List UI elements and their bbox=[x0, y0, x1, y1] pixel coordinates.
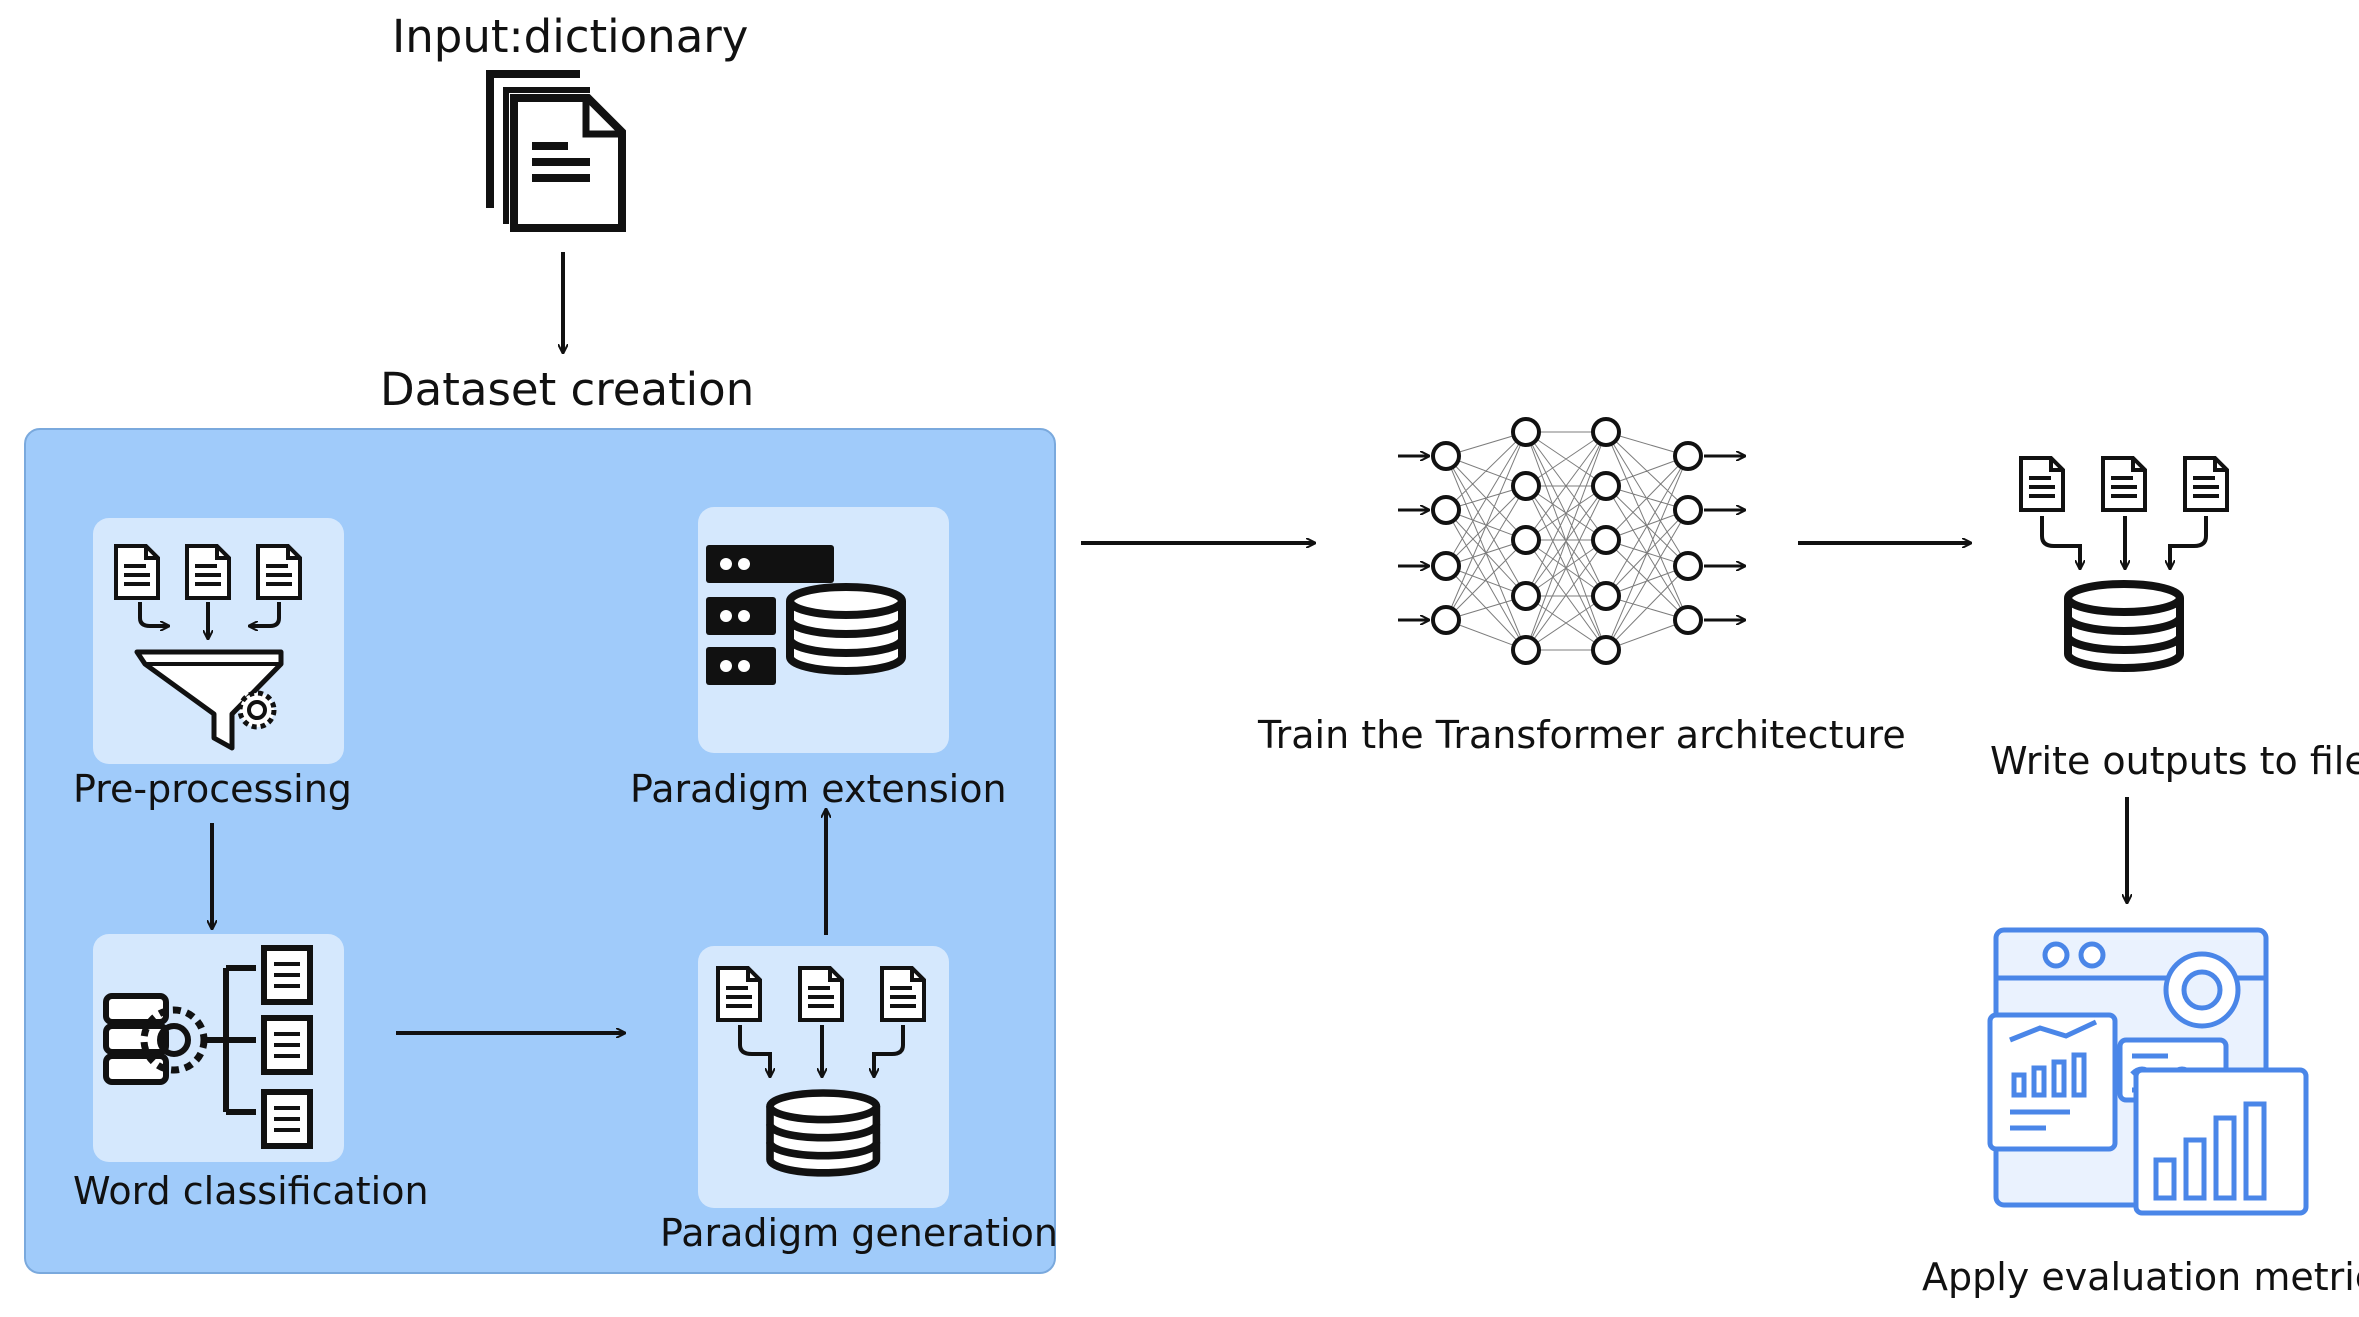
train-label: Train the Transformer architecture bbox=[1258, 713, 1906, 757]
analytics-dashboard-icon bbox=[1987, 927, 2309, 1216]
preprocessing-label: Pre-processing bbox=[73, 767, 352, 811]
server-database-icon bbox=[706, 545, 902, 685]
documents-filter-gear-icon bbox=[114, 544, 302, 751]
evaluation-label: Apply evaluation metrics bbox=[1922, 1255, 2359, 1299]
paradigm-extension-label: Paradigm extension bbox=[630, 767, 1007, 811]
server-gear-tree-icon bbox=[103, 945, 313, 1149]
document-stack-icon bbox=[486, 70, 626, 232]
input-label: Input:dictionary bbox=[392, 10, 749, 63]
neural-network-icon bbox=[1398, 417, 1744, 665]
write-outputs-icon bbox=[2019, 456, 2229, 668]
dataset-creation-label: Dataset creation bbox=[380, 363, 755, 416]
paradigm-generation-label: Paradigm generation bbox=[660, 1211, 1058, 1255]
documents-to-database-icon bbox=[716, 966, 926, 1173]
write-outputs-label: Write outputs to file bbox=[1990, 739, 2359, 783]
word-classification-label: Word classification bbox=[73, 1169, 429, 1213]
